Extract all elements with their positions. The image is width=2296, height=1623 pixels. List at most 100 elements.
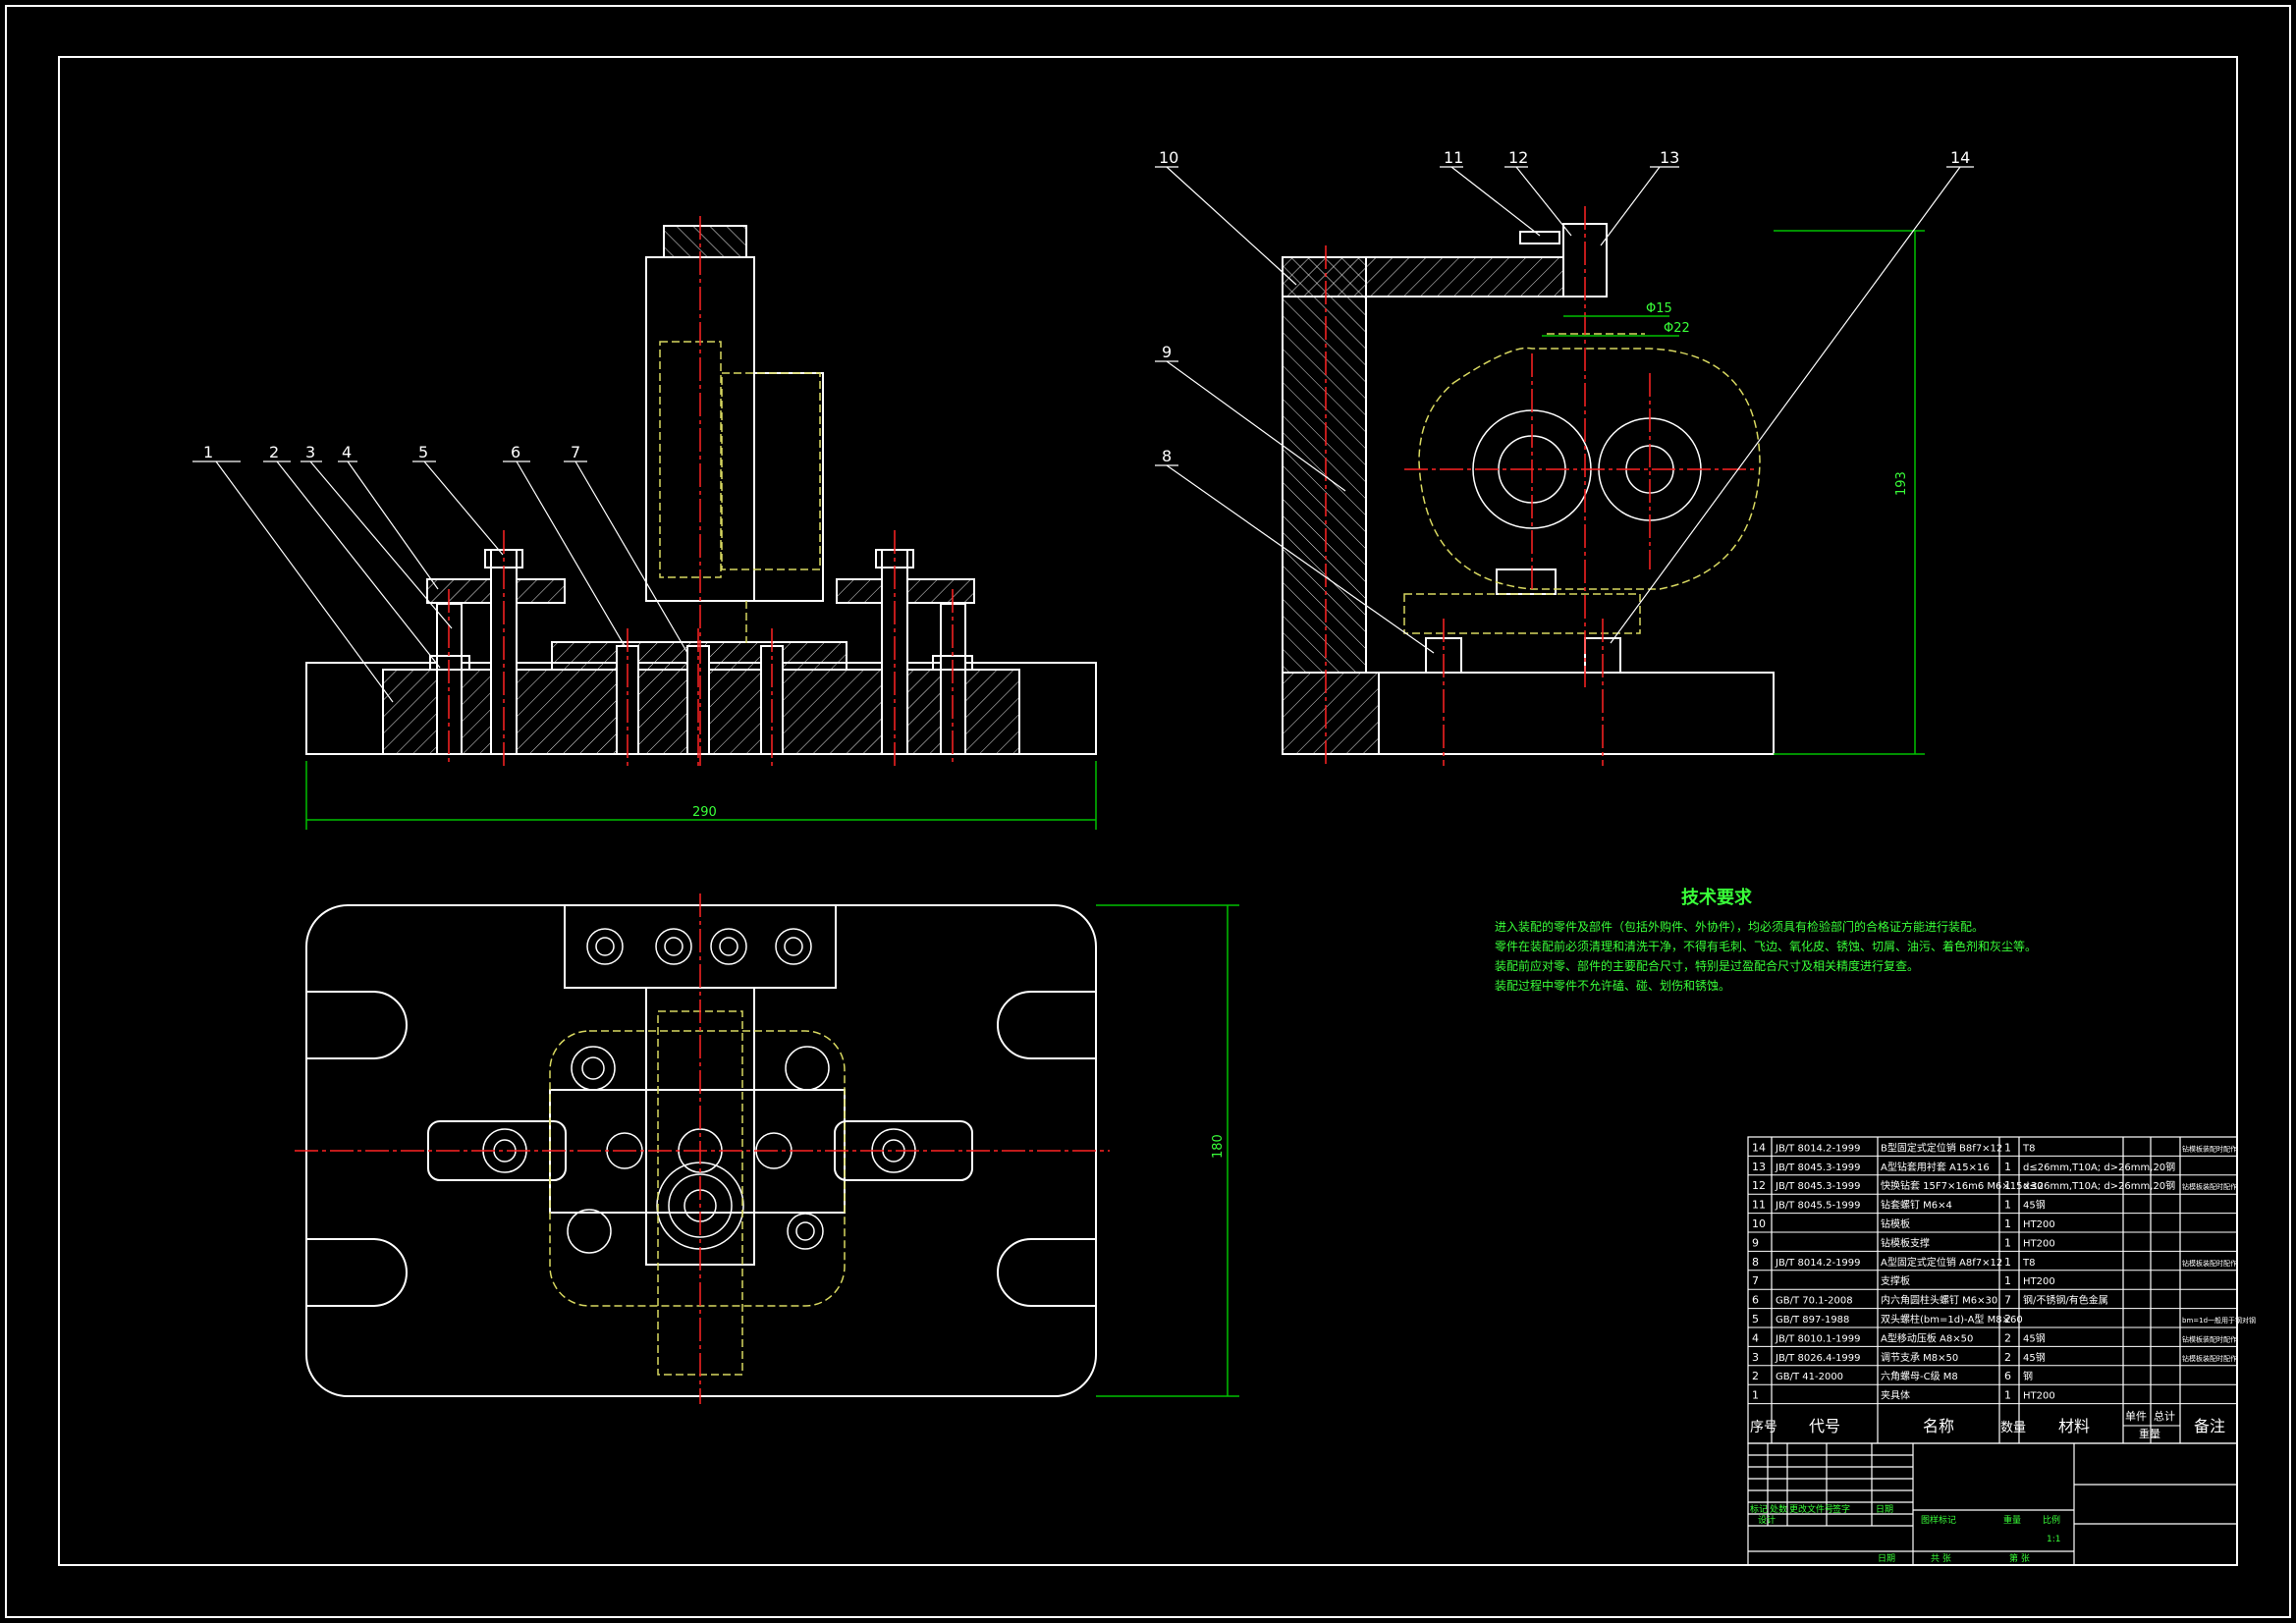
bom-cell-note: 钻模板装配时配作: [2182, 1334, 2237, 1343]
side-view: [1282, 223, 1775, 755]
tech-line-3: 装配前应对零、部件的主要配合尺寸，特别是过盈配合尺寸及相关精度进行复查。: [1495, 958, 1919, 973]
bom-cell-mat: 45钢: [2023, 1351, 2046, 1364]
balloon-8: 8: [1162, 447, 1172, 465]
bom-cell-no: 14: [1752, 1141, 1766, 1154]
sheet-row-0: 共 张: [1931, 1553, 1951, 1564]
bom-cell-code: JB/T 8014.2-1999: [1775, 1258, 1861, 1269]
dim-front-width: 290: [692, 805, 717, 820]
bom-cell-no: 6: [1752, 1294, 1759, 1307]
plan-center-lines: [295, 893, 1110, 1404]
balloon-14: 14: [1950, 148, 1970, 167]
tech-title: 技术要求: [1681, 887, 1753, 908]
bom-cell-note: 钻模板装配时配作: [2182, 1354, 2237, 1363]
bom-h-no: 序号: [1750, 1420, 1777, 1435]
bom-cell-name: 快换钻套 15F7×16m6 M6×15×30: [1881, 1179, 2044, 1192]
tech-line-2: 零件在装配前必须清理和清洗干净，不得有毛刺、飞边、氧化皮、锈蚀、切屑、油污、着色…: [1495, 939, 2037, 953]
balloon-7: 7: [571, 443, 580, 461]
bom-cell-no: 13: [1752, 1161, 1766, 1173]
bom-cell-mat: HT200: [2023, 1238, 2055, 1249]
bom-cell-qty: 1: [2004, 1161, 2011, 1173]
tech-line-4: 装配过程中零件不允许磕、碰、划伤和锈蚀。: [1495, 978, 1730, 993]
bom-cell-mat: 钢: [2023, 1370, 2033, 1382]
balloon-1: 1: [203, 443, 213, 461]
bom-cell-no: 8: [1752, 1256, 1759, 1269]
bom-h-name: 名称: [1923, 1417, 1954, 1435]
bom-h-total: 总计: [2154, 1409, 2175, 1423]
bom-cell-code: JB/T 8045.3-1999: [1775, 1163, 1861, 1173]
bom-cell-mat: T8: [2022, 1258, 2035, 1269]
scale-row-0: 图样标记: [1921, 1514, 1956, 1526]
bom-cell-code: JB/T 8045.5-1999: [1775, 1201, 1861, 1212]
bom-cell-no: 4: [1752, 1331, 1759, 1344]
title-block-text: 标记 处数 更改文件号 签字 日期 设计 图样标记 重量 比例 1:1 共 张 …: [1750, 1503, 2060, 1564]
front-leaders: [192, 460, 688, 703]
bom-cell-no: 1: [1752, 1389, 1759, 1402]
dim-phi22: Φ22: [1664, 321, 1690, 336]
bom-cell-mat: 45钢: [2023, 1199, 2046, 1212]
balloon-2: 2: [269, 443, 279, 461]
bom-cell-name: 内六角圆柱头螺钉 M6×30: [1881, 1294, 1997, 1307]
balloon-6: 6: [511, 443, 520, 461]
bom-cell-qty: 1: [2004, 1274, 2011, 1287]
bom-cell-name: B型固定式定位销 B8f7×12: [1881, 1141, 2002, 1154]
side-workpiece: [1403, 333, 1761, 634]
bom-cell-name: 双头螺柱(bm=1d)-A型 M8×60: [1881, 1313, 2023, 1325]
bom-cell-qty: 1: [2004, 1141, 2011, 1154]
bom-cell-note: 钻模板装配时配作: [2182, 1144, 2237, 1153]
bom-cell-qty: 2: [2004, 1351, 2011, 1364]
bom-cell-code: GB/T 70.1-2008: [1776, 1296, 1853, 1307]
tech-line-1: 进入装配的零件及部件（包括外购件、外协件），均必须具有检验部门的合格证方能进行装…: [1495, 919, 1984, 934]
bom-h-weight: 重量: [2139, 1427, 2160, 1440]
title-block: [1747, 1442, 2238, 1566]
bom-cell-qty: 1: [2004, 1199, 2011, 1212]
bom-cell-note: 钻模板装配时配作: [2182, 1182, 2237, 1191]
bom-cell-qty: 1: [2004, 1179, 2011, 1192]
role-design: 设计: [1758, 1514, 1776, 1526]
bom-cell-no: 3: [1752, 1351, 1759, 1364]
side-center-lines: [1325, 206, 1758, 766]
bom-cell-name: 钻模板支撑: [1881, 1236, 1930, 1249]
balloon-12: 12: [1508, 148, 1528, 167]
side-leaders: [1155, 166, 1974, 654]
front-dimension: [305, 761, 1097, 830]
bom-cell-qty: 1: [2004, 1256, 2011, 1269]
rev-label-3: 签字: [1832, 1503, 1850, 1515]
dim-plan-height: 180: [1211, 1134, 1226, 1159]
bom-cell-no: 12: [1752, 1179, 1766, 1192]
rev-label-4: 日期: [1876, 1504, 1893, 1515]
bom-cell-name: 支撑板: [1881, 1274, 1910, 1287]
bom-cell-mat: HT200: [2023, 1276, 2055, 1287]
bom-cell-qty: 6: [2004, 1370, 2011, 1382]
balloon-4: 4: [342, 443, 352, 461]
balloon-3: 3: [305, 443, 315, 461]
bom-cell-mat: 45钢: [2023, 1331, 2046, 1344]
balloon-10: 10: [1159, 148, 1178, 167]
scale-row-2: 比例: [2043, 1514, 2060, 1526]
bom-cell-mat: HT200: [2023, 1391, 2055, 1402]
plan-holes: [482, 928, 916, 1254]
bom-cell-note: bm=1d一般用于钢对钢: [2182, 1316, 2256, 1325]
bom-h-single: 单件: [2125, 1410, 2147, 1423]
bom-cell-name: A型移动压板 A8×50: [1881, 1331, 1973, 1344]
balloon-9: 9: [1162, 343, 1172, 361]
bom-cell-code: JB/T 8026.4-1999: [1775, 1353, 1861, 1364]
sheet-row-1: 第 张: [2009, 1552, 2030, 1564]
bom-cell-note: 钻模板装配时配作: [2182, 1259, 2237, 1268]
scale-value: 1:1: [2047, 1535, 2060, 1544]
dim-phi15: Φ15: [1646, 301, 1672, 316]
side-balloon-labels: 10 11 12 13 14 9 8: [1159, 148, 1970, 465]
bom-h-qty: 数量: [2000, 1421, 2026, 1435]
bom-cell-no: 10: [1752, 1217, 1766, 1230]
bom-cell-mat: T8: [2022, 1143, 2035, 1154]
outer-border: [5, 5, 2291, 1618]
bom-cell-name: 钻模板: [1881, 1217, 1910, 1230]
bom-cell-no: 11: [1752, 1199, 1766, 1212]
bom-h-note: 备注: [2194, 1417, 2225, 1435]
bom-cell-no: 5: [1752, 1313, 1759, 1325]
bom-cell-mat: d≤26mm,T10A; d>26mm,20钢: [2023, 1161, 2175, 1173]
bom-cell-name: 夹具体: [1881, 1389, 1910, 1402]
front-balloon-labels: 1 2 3 4 5 6 7: [203, 443, 580, 461]
bom-cell-mat: 钢/不锈钢/有色金属: [2023, 1294, 2108, 1307]
bom-cell-qty: 1: [2004, 1236, 2011, 1249]
